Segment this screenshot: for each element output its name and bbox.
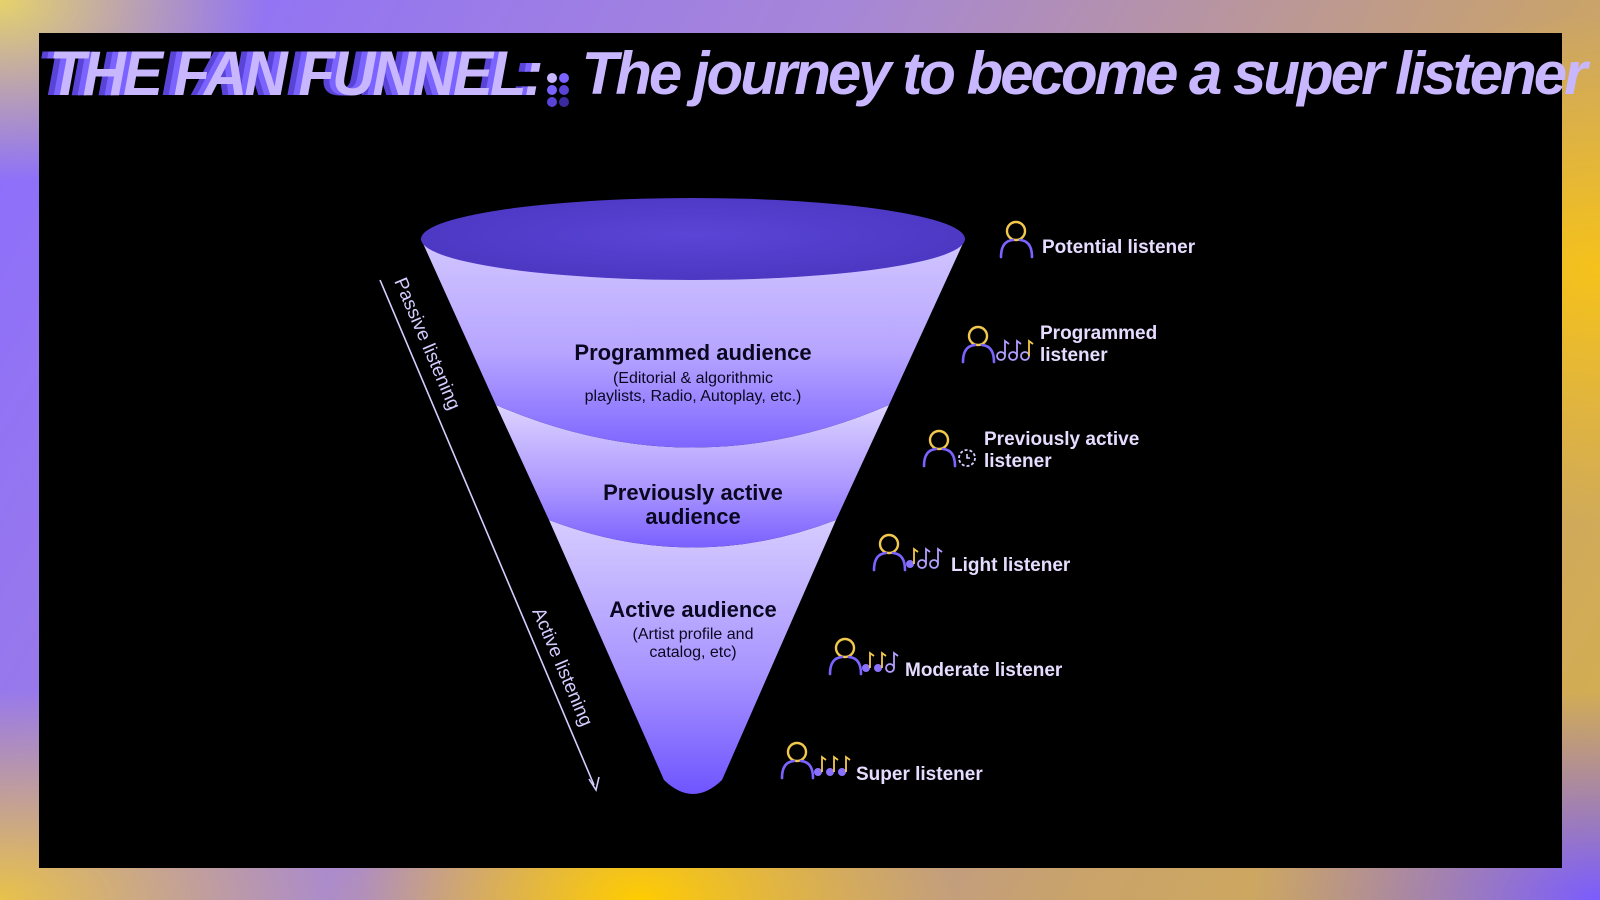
dots-icon (547, 72, 570, 107)
listener-row-programmed (961, 325, 1034, 364)
listener-label-super: Super listener (856, 764, 983, 785)
person-icon (922, 429, 957, 468)
listening-axis-line (379, 279, 595, 786)
person-icon (961, 325, 996, 364)
funnel-top-opening (421, 198, 965, 280)
listener-label-programmed-1: Programmed (1040, 323, 1157, 344)
segment-sub-active-1: (Artist profile and (633, 626, 754, 643)
person-icon (828, 637, 863, 676)
segment-title-previously-active-1: Previously active (603, 480, 783, 505)
person-icon (872, 533, 907, 572)
listener-label-previously-active-2: listener (984, 451, 1052, 472)
music-notes-icon (814, 755, 851, 776)
segment-sub-active-2: catalog, etc) (649, 644, 736, 661)
brand-title: THE FAN FUNNEL: (49, 38, 544, 109)
listener-row-previously-active (922, 429, 976, 468)
segment-sub-programmed-2: playlists, Radio, Autoplay, etc.) (585, 388, 802, 405)
funnel-segment-previously-active (496, 405, 889, 548)
person-icon (780, 741, 815, 780)
listener-label-previously-active-1: Previously active (984, 429, 1139, 450)
headline: THE FAN FUNNEL: The journey to become a … (49, 38, 1588, 110)
funnel-segment-active (549, 520, 836, 794)
person-icon (999, 220, 1034, 259)
segment-title-previously-active-2: audience (645, 504, 740, 529)
segment-title-programmed: Programmed audience (574, 340, 811, 365)
listener-label-programmed-2: listener (1040, 345, 1108, 366)
listener-row-potential (999, 220, 1034, 259)
clock-icon (958, 449, 976, 467)
listener-label-potential: Potential listener (1042, 237, 1196, 258)
listener-row-moderate (828, 637, 899, 676)
music-notes-icon (862, 651, 899, 673)
listener-row-light (872, 533, 943, 572)
music-notes-icon (996, 339, 1034, 361)
arrowhead-icon (588, 776, 600, 793)
listener-row-super (780, 741, 851, 780)
headline-subtitle: The journey to become a super listener (581, 40, 1588, 107)
music-notes-icon (906, 547, 943, 569)
funnel-segment-programmed (421, 239, 965, 448)
segment-sub-programmed-1: (Editorial & algorithmic (613, 370, 773, 387)
segment-title-active: Active audience (609, 597, 777, 622)
listener-label-moderate: Moderate listener (905, 660, 1063, 681)
listener-label-light: Light listener (951, 555, 1071, 576)
